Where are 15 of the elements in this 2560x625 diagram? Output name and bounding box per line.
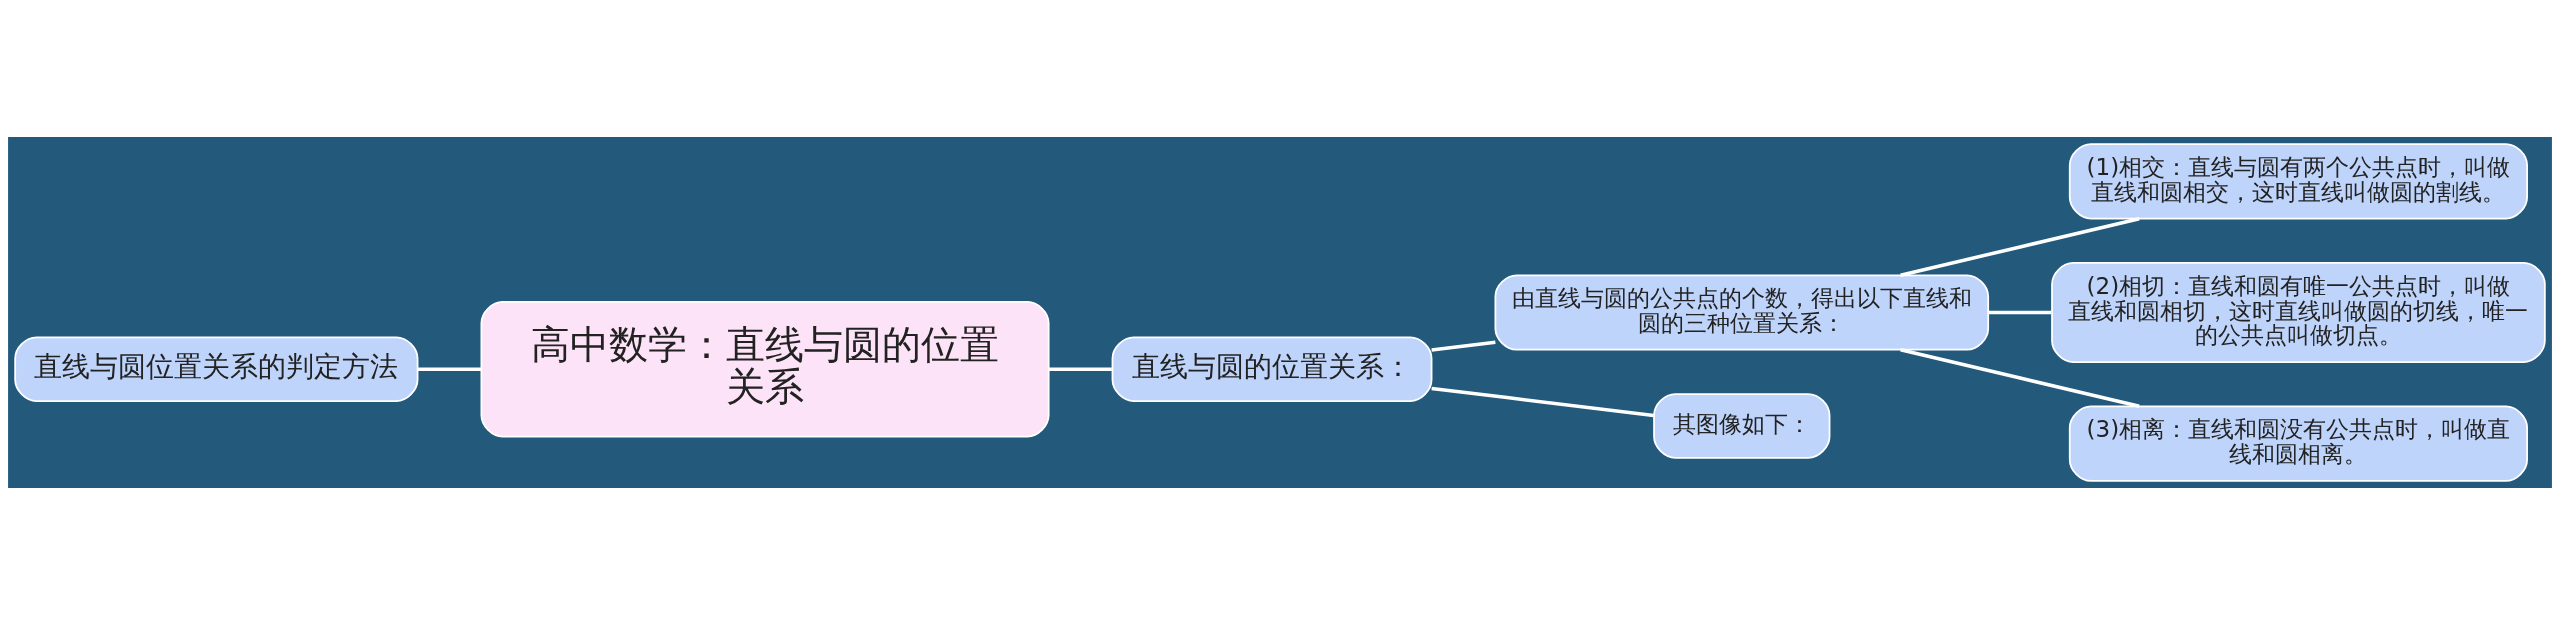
node-box: 直线与圆的位置关系： xyxy=(1111,336,1433,403)
node-box: 直线与圆位置关系的判定方法 xyxy=(14,336,419,403)
connector xyxy=(1900,216,2140,277)
node-box: 高中数学：直线与圆的位置关系 xyxy=(480,300,1050,438)
connector xyxy=(418,367,482,371)
node-box: (1)相交：直线与圆有两个公共点时，叫做直线和圆相交，这时直线叫做圆的割线。 xyxy=(2068,143,2528,220)
node-box: (2)相切：直线和圆有唯一公共点时，叫做直线和圆相切，这时直线叫做圆的切线，唯一的公共点叫做切点。 xyxy=(2051,261,2546,364)
connector xyxy=(1988,310,2052,315)
node-box: 由直线与圆的公共点的个数，得出以下直线和圆的三种位置关系： xyxy=(1494,274,1990,351)
connector xyxy=(1900,348,2140,409)
node-box: (3)相离：直线和圆没有公共点时，叫做直线和圆相离。 xyxy=(2068,405,2528,482)
connector xyxy=(1048,367,1112,371)
connector xyxy=(1431,340,1496,352)
connector xyxy=(1431,386,1654,418)
node-box: 其图像如下： xyxy=(1653,393,1831,459)
